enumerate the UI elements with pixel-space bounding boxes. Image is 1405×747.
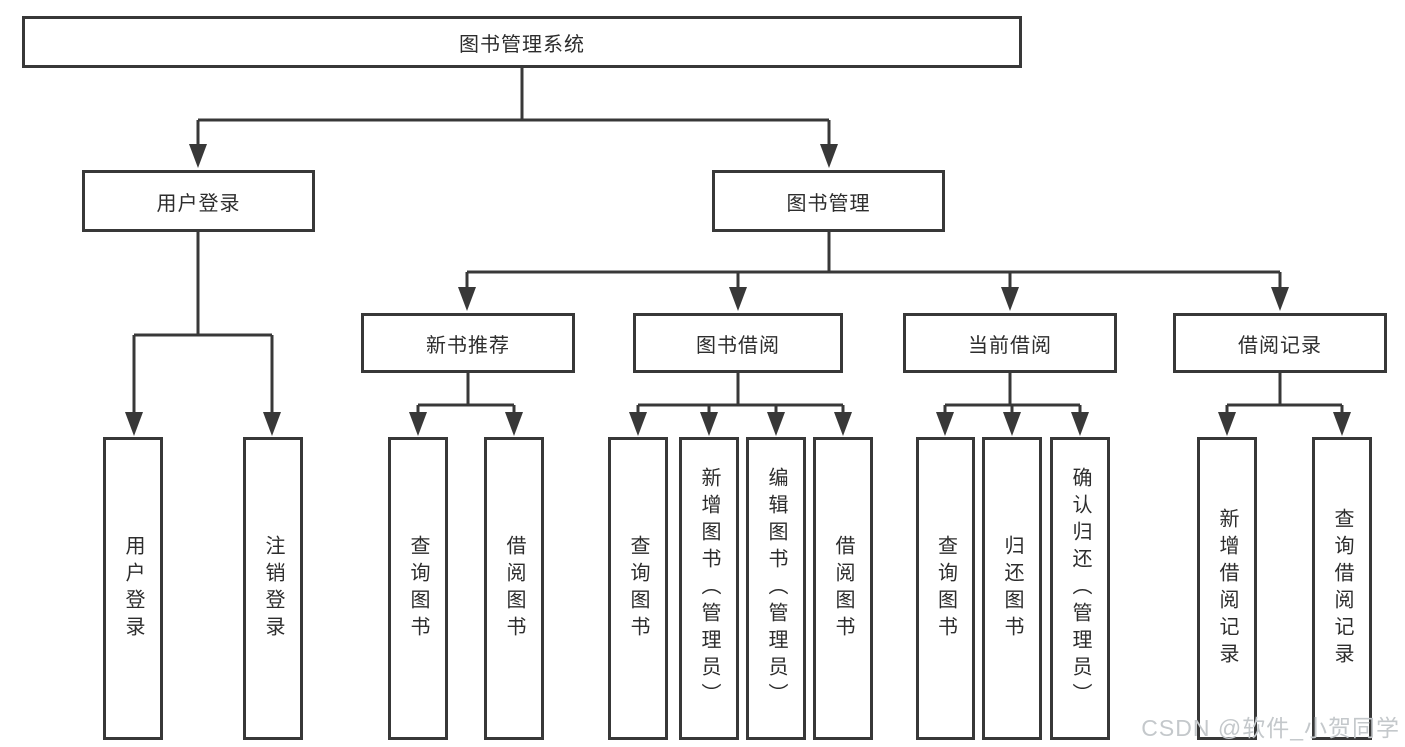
node-leaf-add-borrow-record: 新增借阅记录 — [1197, 437, 1257, 740]
node-new-book-recommend: 新书推荐 — [361, 313, 575, 373]
node-current-borrowing: 当前借阅 — [903, 313, 1117, 373]
node-leaf-query-books-borrowing: 查询图书 — [608, 437, 668, 740]
node-leaf-query-books-recommend: 查询图书 — [388, 437, 448, 740]
node-label: 借阅图书 — [832, 534, 854, 643]
node-label: 新书推荐 — [426, 334, 510, 357]
node-label: 新增图书（管理员） — [698, 467, 720, 710]
node-label: 图书管理 — [786, 192, 871, 215]
arrow-down-icon — [505, 412, 523, 436]
node-label: 用户登录 — [156, 192, 241, 215]
node-label: 借阅记录 — [1238, 334, 1322, 357]
node-leaf-query-books-current: 查询图书 — [916, 437, 975, 740]
node-root-system: 图书管理系统 — [22, 16, 1022, 68]
arrow-down-icon — [1333, 412, 1351, 436]
arrow-down-icon — [767, 412, 785, 436]
node-leaf-user-login: 用户登录 — [103, 437, 163, 740]
arrow-down-icon — [263, 412, 281, 436]
csdn-watermark: CSDN @软件_小贺同学 — [1141, 715, 1400, 741]
node-leaf-borrow-books: 借阅图书 — [813, 437, 873, 740]
node-label: 借阅图书 — [503, 534, 525, 643]
node-label: 查询图书 — [407, 534, 429, 643]
node-label: 注销登录 — [262, 534, 284, 643]
arrow-down-icon — [729, 287, 747, 311]
node-book-borrowing: 图书借阅 — [633, 313, 843, 373]
arrow-down-icon — [458, 287, 476, 311]
node-leaf-add-books-admin: 新增图书（管理员） — [679, 437, 739, 740]
node-leaf-confirm-return-admin: 确认归还（管理员） — [1050, 437, 1110, 740]
arrowheads — [125, 144, 1351, 436]
arrow-down-icon — [1001, 287, 1019, 311]
arrow-down-icon — [1071, 412, 1089, 436]
arrow-down-icon — [189, 144, 207, 168]
node-label: 当前借阅 — [968, 334, 1052, 357]
arrow-down-icon — [1003, 412, 1021, 436]
arrow-down-icon — [936, 412, 954, 436]
node-leaf-borrow-books-recommend: 借阅图书 — [484, 437, 544, 740]
arrow-down-icon — [629, 412, 647, 436]
node-label: 查询借阅记录 — [1331, 507, 1353, 670]
node-label: 确认归还（管理员） — [1069, 467, 1091, 710]
node-label: 新增借阅记录 — [1216, 507, 1238, 670]
arrow-down-icon — [820, 144, 838, 168]
node-user-login: 用户登录 — [82, 170, 315, 232]
node-label: 查询图书 — [627, 534, 649, 643]
node-label: 归还图书 — [1001, 534, 1023, 643]
node-leaf-return-books: 归还图书 — [982, 437, 1042, 740]
node-label: 图书借阅 — [696, 334, 780, 357]
node-leaf-query-borrow-record: 查询借阅记录 — [1312, 437, 1372, 740]
arrow-down-icon — [409, 412, 427, 436]
node-label: 编辑图书（管理员） — [765, 467, 787, 710]
node-label: 查询图书 — [934, 534, 957, 643]
node-label: 图书管理系统 — [459, 33, 585, 56]
node-borrowing-records: 借阅记录 — [1173, 313, 1387, 373]
arrow-down-icon — [1271, 287, 1289, 311]
arrow-down-icon — [125, 412, 143, 436]
node-book-management: 图书管理 — [712, 170, 945, 232]
node-label: 用户登录 — [122, 534, 144, 643]
node-leaf-logout-login: 注销登录 — [243, 437, 303, 740]
tree-edges — [132, 68, 1344, 416]
node-leaf-edit-books-admin: 编辑图书（管理员） — [746, 437, 806, 740]
arrow-down-icon — [1218, 412, 1236, 436]
arrow-down-icon — [834, 412, 852, 436]
arrow-down-icon — [700, 412, 718, 436]
